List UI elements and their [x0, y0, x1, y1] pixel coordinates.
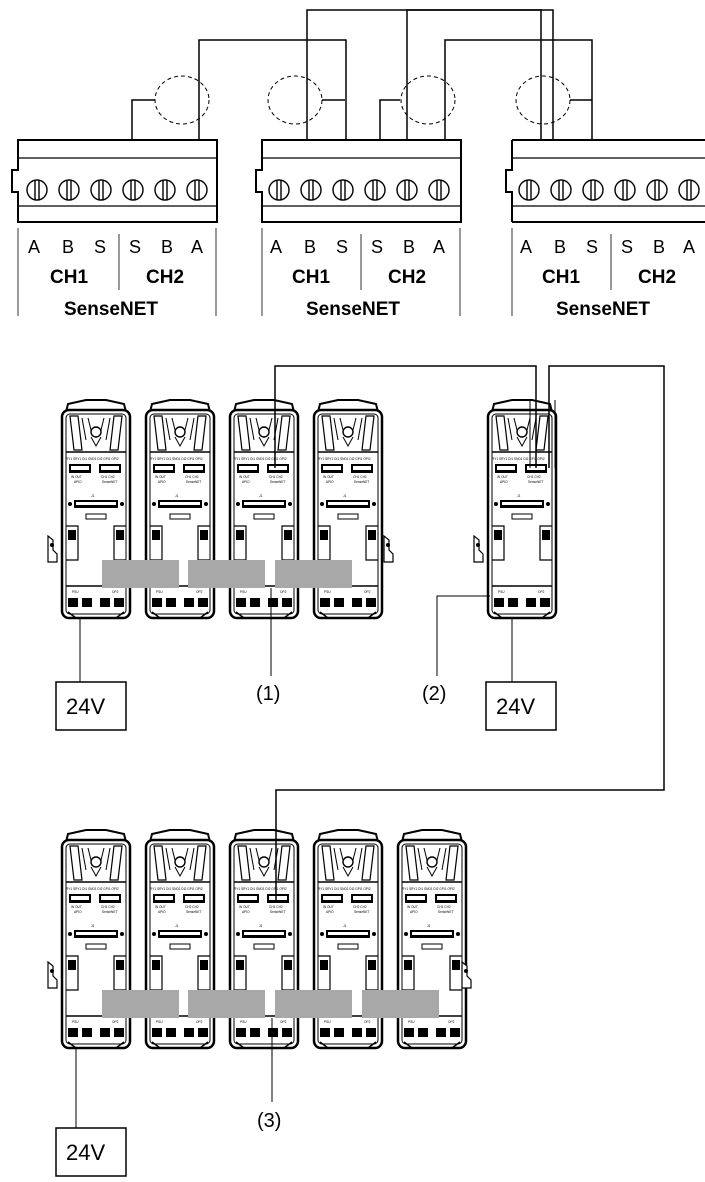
terminal-letter: A [270, 237, 282, 257]
network-label: SenseNET [556, 299, 650, 320]
terminal-letter: B [161, 237, 173, 257]
terminal-letter: A [520, 237, 532, 257]
terminal-letter: B [304, 237, 316, 257]
module-link-cover [188, 990, 265, 1018]
module-link-cover [275, 560, 352, 588]
terminal-letter: B [653, 237, 665, 257]
supply-voltage-label: 24V [496, 694, 535, 719]
din-latch [383, 535, 394, 563]
terminal-letter: S [621, 237, 633, 257]
channel-label: CH2 [146, 267, 184, 288]
terminal-letter: S [129, 237, 141, 257]
module-link-cover [188, 560, 265, 588]
din-latch [473, 535, 484, 563]
module-link-cover [362, 990, 439, 1018]
connector-middle [255, 139, 462, 223]
terminal-letter: A [191, 237, 203, 257]
module-link-cover [275, 990, 352, 1018]
module-link-cover [102, 560, 179, 588]
supply-box-1: 24V [55, 681, 127, 731]
connector-left [11, 139, 218, 223]
callout-leaders [270, 588, 490, 1102]
power-wiring [75, 618, 513, 1128]
module-group-1 [47, 398, 394, 620]
channel-label: CH1 [50, 267, 88, 288]
din-latch [47, 535, 58, 563]
terminal-letter: S [336, 237, 348, 257]
module-group-2 [47, 828, 472, 1050]
callout-2: (2) [422, 683, 446, 705]
channel-label: CH2 [388, 267, 426, 288]
supply-voltage-label: 24V [66, 1140, 105, 1165]
network-label: SenseNET [64, 299, 158, 320]
channel-label: CH1 [542, 267, 580, 288]
module-single [473, 398, 558, 620]
supply-voltage-label: 24V [66, 694, 105, 719]
terminal-letter: S [371, 237, 383, 257]
module [486, 398, 558, 620]
connector-right [505, 139, 705, 223]
supply-box-3: 24V [55, 1127, 127, 1177]
din-latch [47, 961, 58, 989]
terminal-letter: A [28, 237, 40, 257]
terminal-letter: B [403, 237, 415, 257]
terminal-letter: B [62, 237, 74, 257]
terminal-letter: A [433, 237, 445, 257]
terminal-letter: A [683, 237, 695, 257]
terminal-letter: S [94, 237, 106, 257]
network-label: SenseNET [306, 299, 400, 320]
channel-label: CH1 [292, 267, 330, 288]
din-latch [461, 961, 472, 989]
callout-1: (1) [256, 683, 280, 705]
module-link-cover [102, 990, 179, 1018]
callout-3: (3) [257, 1110, 281, 1132]
bus-wiring [274, 365, 665, 900]
channel-label: CH2 [638, 267, 676, 288]
connector-wiring-section: A B S S B A CH1 CH2 SenseNET A B S S B A… [11, 9, 705, 320]
terminal-letter: S [586, 237, 598, 257]
supply-box-2: 24V [485, 681, 557, 731]
terminal-letter: B [554, 237, 566, 257]
